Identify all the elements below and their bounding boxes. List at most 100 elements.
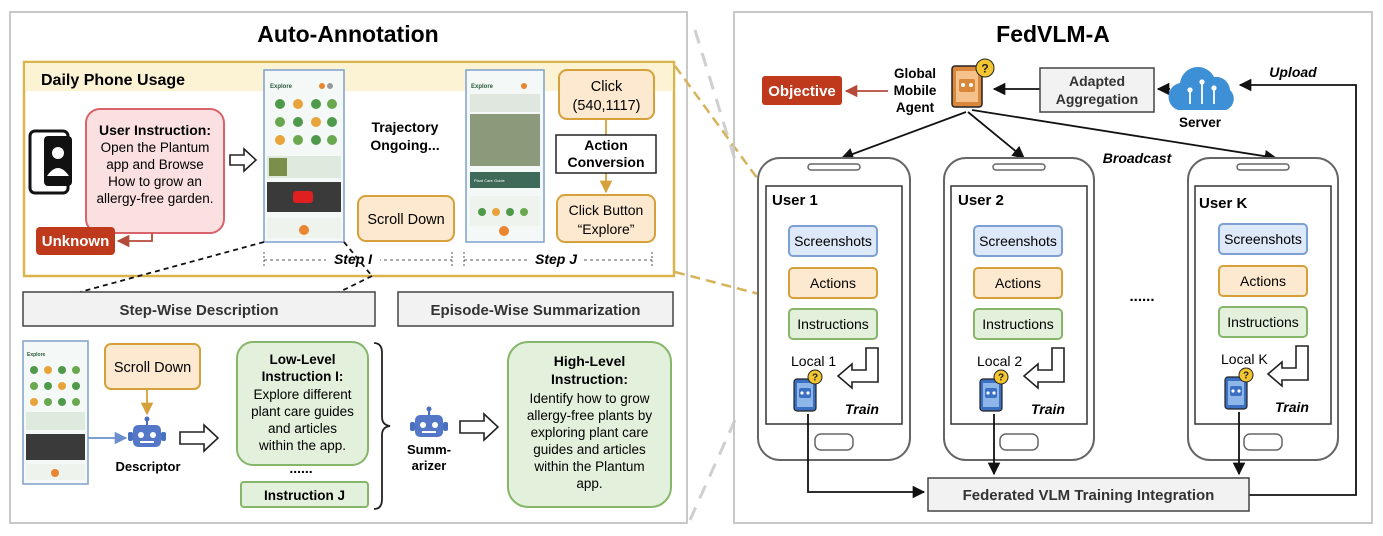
user-instruction-line: allergy-free garden. <box>96 191 213 206</box>
user-2-name: User 2 <box>958 192 1004 209</box>
unknown-label: Unknown <box>42 233 110 250</box>
high-level-heading: High-Level <box>554 353 626 369</box>
low-level-instruction-box <box>236 341 369 466</box>
user-1-name: User 1 <box>772 192 818 209</box>
svg-text:Explore: Explore <box>471 84 494 90</box>
action-conversion-label: Conversion <box>567 154 644 170</box>
federated-integration-label: Federated VLM Training Integration <box>963 487 1215 504</box>
trajectory-text: Ongoing... <box>370 137 439 153</box>
high-level-heading: Instruction: <box>551 371 628 387</box>
fedvlm-title: FedVLM-A <box>996 21 1110 47</box>
user-2-train-arrow <box>1022 347 1065 390</box>
user-1-train-label: Train <box>845 401 879 417</box>
unknown-badge <box>36 227 115 255</box>
fedvlm-panel <box>733 11 1373 524</box>
user-2-actions <box>973 267 1063 299</box>
low-level-heading: Low-Level <box>269 352 335 367</box>
user-k-name: User K <box>1199 195 1248 212</box>
broadcast-arrow-1 <box>840 111 967 160</box>
user-instruction-box <box>85 108 225 234</box>
action-conversion-label: Action <box>584 137 628 153</box>
broadcast-label: Broadcast <box>1103 150 1173 166</box>
phone-screenshot-step-i: Explore <box>263 69 345 243</box>
user-k-local-label: Local K <box>1221 351 1268 367</box>
step-i-label: Step I <box>334 251 373 267</box>
user-2-train-label: Train <box>1031 401 1065 417</box>
low-level-heading: Instruction I: <box>262 369 344 384</box>
user-2-screenshots <box>973 225 1063 257</box>
click-button-target: “Explore” <box>578 221 635 237</box>
server-cloud-icon <box>1168 67 1234 110</box>
zoom-connector-top <box>693 29 737 161</box>
user-2-instructions-label: Instructions <box>982 316 1054 332</box>
click-coordinate: (540,1117) <box>573 98 641 114</box>
user-1-instructions <box>788 308 878 340</box>
server-label: Server <box>1179 115 1222 130</box>
gold-connector-bottom <box>674 270 783 302</box>
global-agent-label: Global <box>894 66 936 81</box>
user-k-instructions-label: Instructions <box>1227 314 1299 330</box>
broadcast-arrow-k <box>971 109 1278 163</box>
adapted-aggregation-label: Adapted <box>1069 73 1125 89</box>
svg-text:Plant Care Guide: Plant Care Guide <box>474 178 505 183</box>
smartphone-user-icon <box>28 129 72 195</box>
high-level-line: exploring plant care <box>531 425 649 440</box>
user-instruction-heading: User Instruction: <box>99 122 211 138</box>
zoom-line-mid <box>343 241 373 277</box>
user-k-train-label: Train <box>1275 399 1309 415</box>
broadcast-arrow-2 <box>967 111 1025 159</box>
auto-annotation-title: Auto-Annotation <box>257 21 438 47</box>
hollow-arrow-descriptor <box>179 423 220 453</box>
user-1-actions-label: Actions <box>810 275 856 291</box>
episode-wise-header <box>397 291 674 327</box>
high-level-line: allergy-free plants by <box>527 408 653 423</box>
objective-label: Objective <box>768 83 836 100</box>
summarizer-label: Summ- <box>407 442 451 457</box>
unknown-arrow <box>116 233 153 248</box>
zoom-connector-bottom <box>688 419 737 521</box>
scroll-down-label-2: Scroll Down <box>114 360 191 376</box>
user-k-train-arrow <box>1266 345 1309 388</box>
user-1-train-arrow <box>836 347 879 390</box>
user-k-screenshots-label: Screenshots <box>1224 231 1302 247</box>
svg-text:Explore: Explore <box>270 84 293 90</box>
instruction-j-box <box>240 481 369 508</box>
global-agent-label: Agent <box>896 100 935 115</box>
user-2-screenshots-label: Screenshots <box>979 233 1057 249</box>
objective-badge <box>762 76 842 105</box>
episode-wise-label: Episode-Wise Summarization <box>431 302 641 319</box>
user-1-actions <box>788 267 878 299</box>
upload-arrow <box>1238 78 1357 496</box>
user-2-actions-label: Actions <box>995 275 1041 291</box>
low-level-line: and articles <box>268 421 337 436</box>
daily-phone-usage-label: Daily Phone Usage <box>41 72 185 89</box>
user-k-actions <box>1218 265 1308 297</box>
step-wise-label: Step-Wise Description <box>119 302 278 319</box>
scroll-down-label: Scroll Down <box>367 212 444 228</box>
user-instruction-line: How to grow an <box>108 174 202 189</box>
scroll-down-box <box>357 195 455 242</box>
high-level-line: app. <box>576 476 602 491</box>
user-instruction-line: app and Browse <box>106 157 204 172</box>
user-1-instructions-label: Instructions <box>797 316 869 332</box>
federated-integration-box <box>927 477 1250 512</box>
hollow-arrow-right <box>229 147 258 173</box>
low-level-line: plant care guides <box>251 404 354 419</box>
high-level-instruction-box <box>507 341 672 508</box>
action-conversion-box <box>555 134 657 174</box>
svg-text:Explore: Explore <box>27 352 46 358</box>
step-j-label: Step J <box>535 251 578 267</box>
phone-screenshot-step-j: Explore Plant Care Guide <box>465 69 545 243</box>
brace <box>373 342 391 510</box>
user-1-local-label: Local 1 <box>791 353 836 369</box>
user-k-instructions <box>1218 306 1308 338</box>
user-k-actions-label: Actions <box>1240 273 1286 289</box>
user-instruction-line: Open the Plantum <box>101 140 210 155</box>
user-1-screenshots <box>788 225 878 257</box>
step-wise-header <box>22 291 376 327</box>
hollow-arrow-summarizer <box>459 412 500 442</box>
low-level-ellipsis: ...... <box>289 460 312 476</box>
global-agent-label: Mobile <box>894 83 937 98</box>
adapted-aggregation-box <box>1039 67 1155 113</box>
